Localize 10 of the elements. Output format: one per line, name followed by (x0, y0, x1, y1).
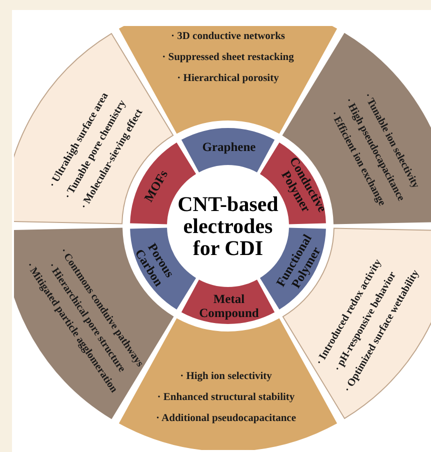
center-title: CNT-based electrodes for CDI (176, 193, 278, 259)
feature-bullet: · Additional pseudocapacitance (156, 413, 296, 425)
feature-bullet: · 3D conductive networks (170, 31, 286, 43)
inner-segment (181, 128, 275, 172)
segment-label: Graphene (201, 140, 257, 154)
feature-bullet: · Hierarchical porosity (177, 73, 279, 85)
feature-bullet: · Suppressed sheet restacking (162, 52, 294, 64)
feature-bullet: · High ion selectivity (180, 371, 272, 383)
segment-label: Metal Compound (198, 292, 260, 320)
feature-bullet: · Enhanced structural stability (157, 392, 295, 404)
